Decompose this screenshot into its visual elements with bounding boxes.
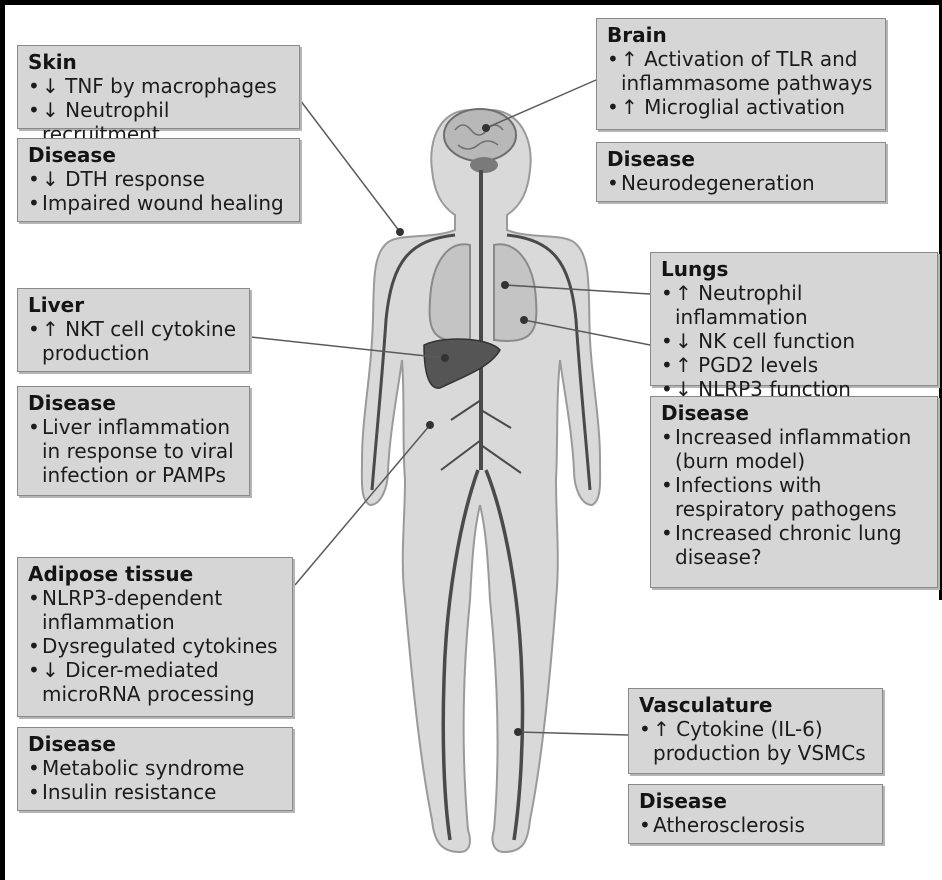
liver-disease-box: Disease Liver inflammation in response t… bbox=[17, 386, 250, 496]
vasculature-disease-title: Disease bbox=[639, 789, 874, 813]
leader-brain-dot bbox=[482, 124, 490, 132]
lungs-item: ↑ PGD2 levels bbox=[661, 353, 929, 377]
lungs-disease-item: Increased chronic lung disease? bbox=[661, 521, 929, 569]
leader-lungs-upper-dot bbox=[501, 281, 509, 289]
adipose-item: NLRP3-dependent inflammation bbox=[28, 586, 284, 634]
skin-disease-item: ↓ DTH response bbox=[28, 167, 291, 191]
adipose-disease-item: Metabolic syndrome bbox=[28, 756, 284, 780]
leader-liver-dot bbox=[441, 354, 449, 362]
lungs-item: ↓ NK cell function bbox=[661, 329, 929, 353]
brain-box: Brain ↑ Activation of TLR and inflammaso… bbox=[596, 18, 886, 130]
skin-disease-item: Impaired wound healing bbox=[28, 191, 291, 215]
brain-disease-box: Disease Neurodegeneration bbox=[596, 142, 886, 202]
brain-item: ↑ Microglial activation bbox=[607, 95, 877, 119]
adipose-box: Adipose tissue NLRP3-dependent inflammat… bbox=[17, 557, 293, 717]
liver-title: Liver bbox=[28, 293, 241, 317]
skin-title: Skin bbox=[28, 50, 291, 74]
skin-item: ↓ TNF by macrophages bbox=[28, 74, 291, 98]
leader-skin-dot bbox=[396, 228, 404, 236]
adipose-disease-box: Disease Metabolic syndrome Insulin resis… bbox=[17, 727, 293, 811]
vasculature-disease-box: Disease Atherosclerosis bbox=[628, 784, 883, 844]
skin-disease-title: Disease bbox=[28, 143, 291, 167]
leader-brain bbox=[486, 80, 596, 128]
lungs-disease-box: Disease Increased inflammation (burn mod… bbox=[650, 396, 938, 588]
leader-lungs-lower-dot bbox=[520, 316, 528, 324]
skin-box: Skin ↓ TNF by macrophages ↓ Neutrophil r… bbox=[17, 45, 300, 129]
liver-box: Liver ↑ NKT cell cytokine production bbox=[17, 288, 250, 372]
adipose-item: Dysregulated cytokines bbox=[28, 634, 284, 658]
cerebellum-shape bbox=[470, 157, 498, 173]
lungs-disease-title: Disease bbox=[661, 401, 929, 425]
adipose-disease-item: Insulin resistance bbox=[28, 780, 284, 804]
leader-skin bbox=[300, 100, 400, 232]
brain-disease-item: Neurodegeneration bbox=[607, 171, 877, 195]
adipose-disease-title: Disease bbox=[28, 732, 284, 756]
lungs-box: Lungs ↑ Neutrophil inflammation ↓ NK cel… bbox=[650, 252, 938, 386]
adipose-title: Adipose tissue bbox=[28, 562, 284, 586]
vasculature-box: Vasculature ↑ Cytokine (IL-6) production… bbox=[628, 688, 883, 774]
liver-disease-title: Disease bbox=[28, 391, 241, 415]
vasculature-item: ↑ Cytokine (IL-6) production by VSMCs bbox=[639, 717, 874, 765]
liver-disease-item: Liver inflammation in response to viral … bbox=[28, 415, 241, 487]
brain-title: Brain bbox=[607, 23, 877, 47]
adipose-item: ↓ Dicer-mediated microRNA processing bbox=[28, 658, 284, 706]
lungs-title: Lungs bbox=[661, 257, 929, 281]
lungs-disease-item: Increased inflammation (burn model) bbox=[661, 425, 929, 473]
vasculature-title: Vasculature bbox=[639, 693, 874, 717]
vasculature-disease-item: Atherosclerosis bbox=[639, 813, 874, 837]
skin-disease-box: Disease ↓ DTH response Impaired wound he… bbox=[17, 138, 300, 222]
leader-adipose-dot bbox=[426, 421, 434, 429]
brain-disease-title: Disease bbox=[607, 147, 877, 171]
lungs-item: ↑ Neutrophil inflammation bbox=[661, 281, 929, 329]
liver-item: ↑ NKT cell cytokine production bbox=[28, 317, 241, 365]
lungs-disease-item: Infections with respiratory pathogens bbox=[661, 473, 929, 521]
leader-vasculature-dot bbox=[514, 728, 522, 736]
brain-item: ↑ Activation of TLR and inflammasome pat… bbox=[607, 47, 877, 95]
